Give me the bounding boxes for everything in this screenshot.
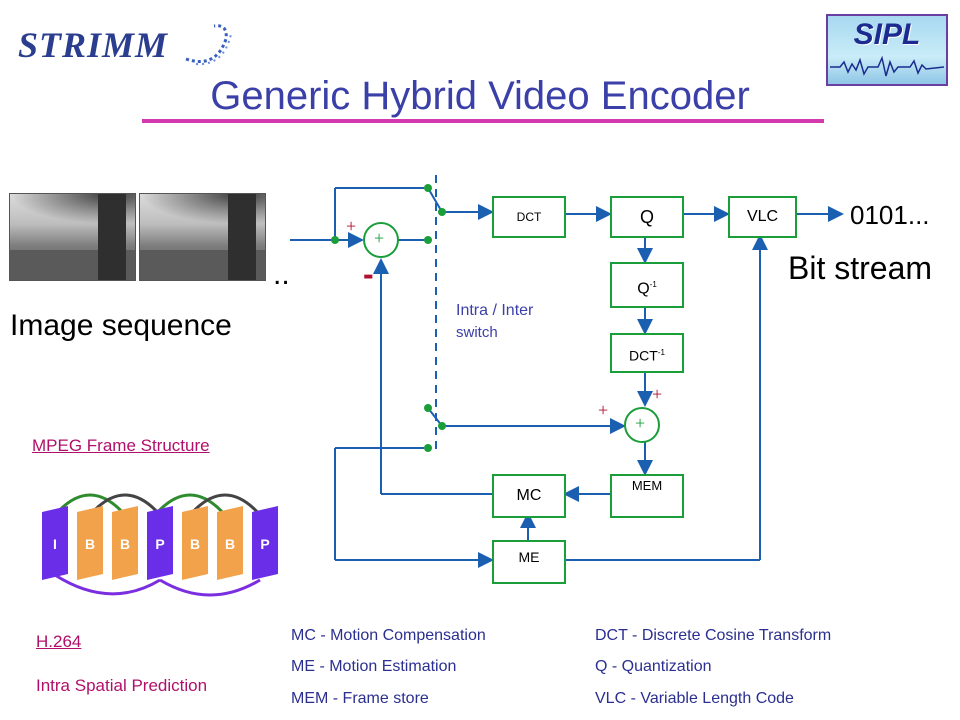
recon-top-plus: + bbox=[652, 384, 663, 404]
legend-vlc: VLC - Variable Length Code bbox=[595, 690, 794, 707]
frame-label: I bbox=[53, 536, 57, 552]
dct-inverse-block: DCT-1 bbox=[610, 333, 684, 373]
strimm-swirl-icon bbox=[185, 24, 232, 66]
mpeg-frame-structure-link[interactable]: MPEG Frame Structure bbox=[32, 436, 210, 455]
frame-label: B bbox=[85, 536, 95, 552]
sipl-logo: SIPL bbox=[826, 14, 948, 86]
mc-block: MC bbox=[492, 474, 566, 518]
q-block: Q bbox=[610, 196, 684, 238]
frame-label: P bbox=[155, 536, 164, 552]
recon-adder-plus: + bbox=[635, 413, 646, 433]
legend-q: Q - Quantization bbox=[595, 658, 712, 675]
image-frame-2 bbox=[139, 193, 266, 281]
image-sequence-label: Image sequence bbox=[10, 309, 232, 342]
input-plus-sign: + bbox=[346, 216, 357, 236]
legend-dct: DCT - Discrete Cosine Transform bbox=[595, 627, 832, 644]
h264-link[interactable]: H.264 bbox=[36, 632, 82, 651]
waveform-icon bbox=[830, 55, 944, 77]
legend-me: ME - Motion Estimation bbox=[291, 658, 457, 675]
legend-mem: MEM - Frame store bbox=[291, 690, 429, 707]
bitstream-label: Bit stream bbox=[788, 250, 933, 286]
dct-block: DCT bbox=[492, 196, 566, 238]
recon-left-plus: + bbox=[598, 400, 609, 420]
frame-label: B bbox=[190, 536, 200, 552]
ellipsis: .. bbox=[273, 258, 290, 291]
feedback-minus-sign: - bbox=[363, 256, 374, 292]
mpeg-frame-diagram: I B B P B B P bbox=[42, 493, 278, 597]
frame-label: P bbox=[260, 536, 269, 552]
q-inverse-block: Q-1 bbox=[610, 262, 684, 308]
title-underline bbox=[142, 119, 824, 123]
legend-mc: MC - Motion Compensation bbox=[291, 627, 486, 644]
output-bits: 0101... bbox=[850, 200, 930, 230]
frame-label: B bbox=[225, 536, 235, 552]
strimm-logo: STRIMM bbox=[18, 25, 169, 65]
image-frame-1 bbox=[9, 193, 136, 281]
adder-plus-sign: + bbox=[374, 228, 385, 248]
switch-label: Intra / Inter switch bbox=[456, 302, 534, 341]
intra-spatial-prediction-label: Intra Spatial Prediction bbox=[36, 676, 208, 695]
me-block: ME bbox=[492, 540, 566, 584]
vlc-block: VLC bbox=[728, 196, 797, 238]
mem-block: MEM bbox=[610, 474, 684, 518]
frame-label: B bbox=[120, 536, 130, 552]
page-title: Generic Hybrid Video Encoder bbox=[210, 74, 750, 118]
